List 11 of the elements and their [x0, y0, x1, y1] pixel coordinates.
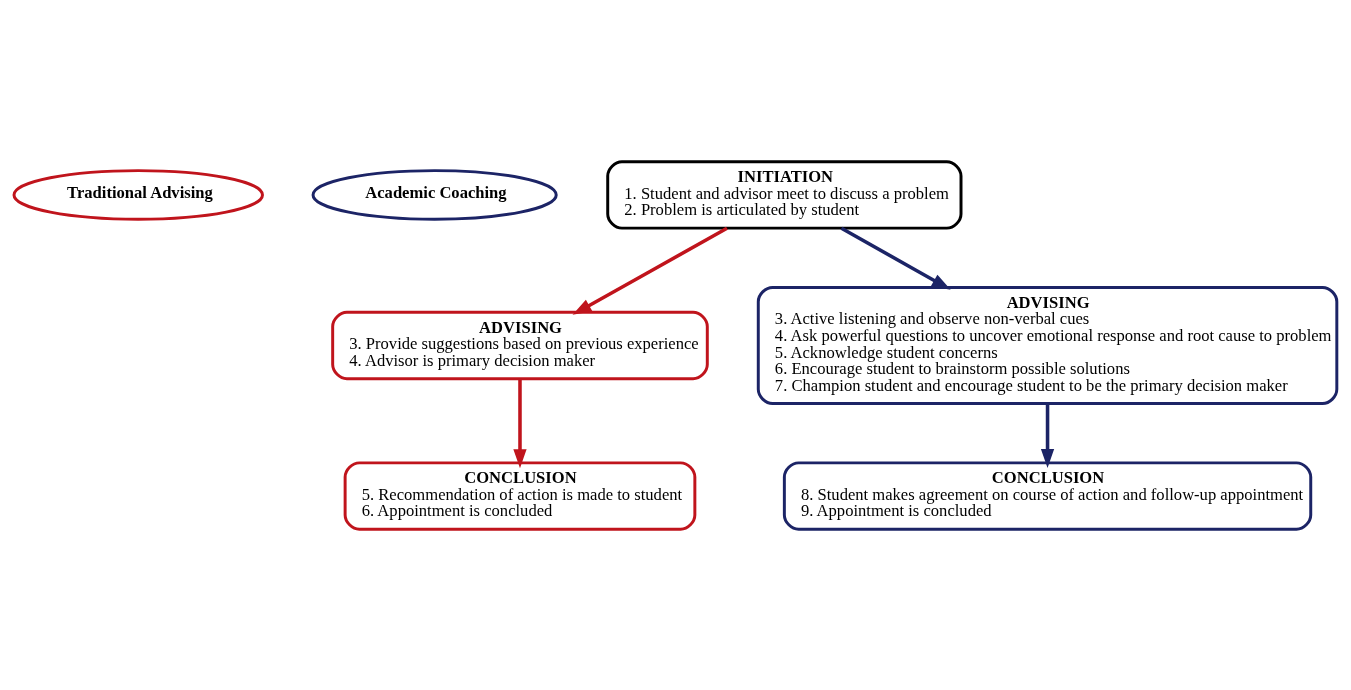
node-box: ADVISING 3. Provide suggestions based on previous experience 4. Advisor is primary decision maker	[331, 310, 709, 380]
node-box: CONCLUSION 8. Student makes agreement on course of action and follow-up appointment 9. Appointment is concluded	[782, 460, 1313, 531]
arrow	[840, 226, 951, 290]
node-box: CONCLUSION 5. Recommendation of action is made to student 6. Appointment is concluded	[343, 460, 697, 531]
arrow	[572, 226, 728, 315]
node-ellipse: Traditional Advising	[12, 168, 264, 221]
node-box: ADVISING 3. Active listening and observe non-verbal cues 4. Ask powerful questions to uncover emotional response and root cause to problem 5. Acknowledge student concerns 6. Encourage student to brainstorm possible solutions 7. Champion student and encourage student to be the primary decision maker	[756, 285, 1339, 405]
node-ellipse: Academic Coaching	[311, 168, 558, 221]
arrow	[513, 378, 527, 468]
node-box: INITIATION 1. Student and advisor meet to discuss a problem 2. Problem is articulated by student	[606, 159, 963, 230]
arrow	[1040, 403, 1055, 468]
